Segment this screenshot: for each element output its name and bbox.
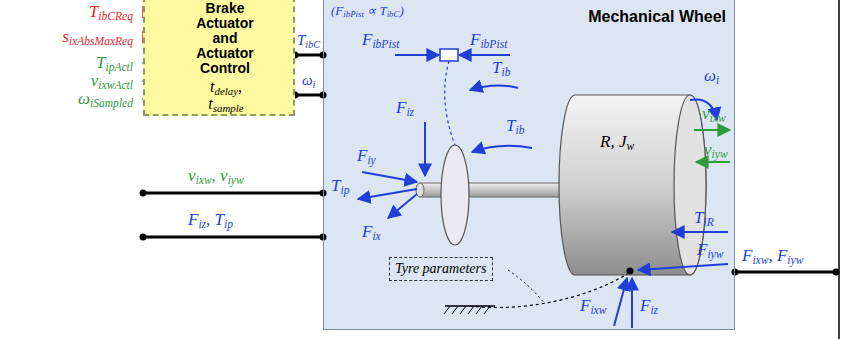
box-note: tdelay, tsample <box>193 78 259 112</box>
connector-line <box>295 94 323 97</box>
signal-name: vixw, viyw <box>188 166 244 186</box>
box-title: Brake Actuator and Actuator Control <box>183 1 267 76</box>
port-signal: TibCReq <box>89 2 133 22</box>
signal-name: Fiz <box>640 296 658 316</box>
signal-name: Fiyw <box>697 240 723 260</box>
signal-name: Tib <box>506 116 524 136</box>
signal-name: viyw <box>704 140 728 160</box>
signal-name: Tib <box>492 58 510 78</box>
port-signal: vixwActl <box>91 71 133 91</box>
parameter-box: Tyre parameters <box>389 257 493 281</box>
port-signal: ωiSampled <box>78 89 133 109</box>
signal-connector <box>292 92 327 99</box>
wheel-parameter: R, Jw <box>600 132 634 152</box>
box-title: Tyre parameters <box>395 260 486 278</box>
signal-name: TibC <box>297 31 320 49</box>
signal-name: FibPist <box>470 30 507 50</box>
signal-name: Fiy <box>357 146 376 166</box>
signal-name: vixw <box>702 104 726 124</box>
brake-assembly <box>358 49 575 245</box>
port-signal: TipActl <box>96 53 133 73</box>
panel-fill <box>323 0 735 330</box>
signal-name: Fixw, Fiyw <box>742 246 803 266</box>
signal-name: Tip <box>331 176 349 196</box>
signal-name: ωi <box>302 71 315 89</box>
controller-box: Brake Actuator and Actuator Controltdela… <box>143 0 295 116</box>
signal-name: ωi <box>704 66 719 86</box>
signal-name: FibPist <box>362 30 399 50</box>
signal-name: TiR <box>694 208 714 228</box>
connector-line <box>295 54 323 57</box>
port-signal: sixAbsMaxReq <box>62 27 133 47</box>
signal-connector <box>292 52 327 59</box>
signal-name: Fixw <box>580 296 606 316</box>
signal-name: (FibPist ∝ TibC) <box>331 3 404 19</box>
signal-name: Fix <box>362 222 381 242</box>
box-title: Mechanical Wheel <box>588 7 726 27</box>
frame-line <box>838 0 840 339</box>
signal-name: Fiz <box>396 98 414 118</box>
signal-name: Fiz, Tip <box>188 210 233 230</box>
